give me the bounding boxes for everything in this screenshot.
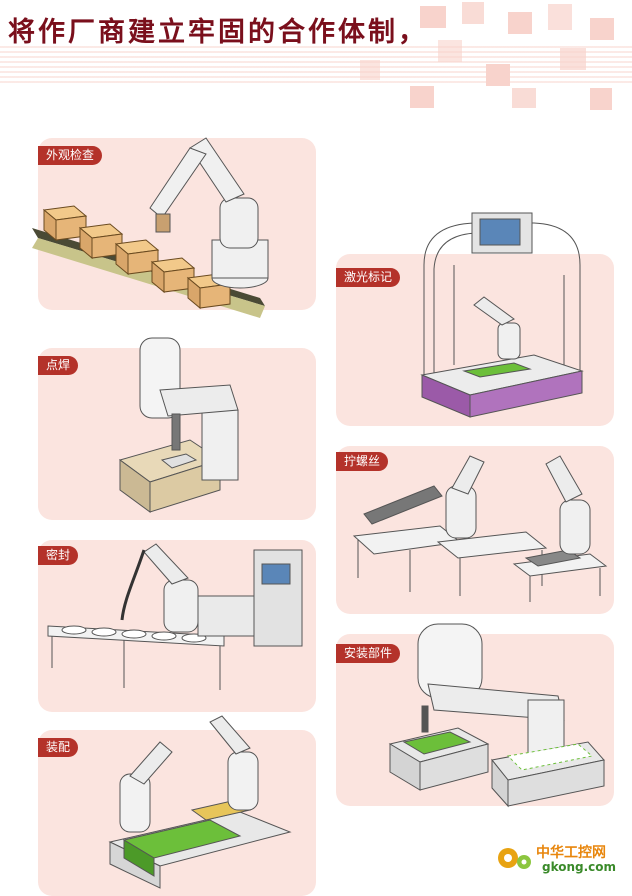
label-laser-marking: 激光标记 <box>336 268 401 287</box>
label-sealing: 密封 <box>38 546 79 565</box>
watermark: 中华工控网 gkong.com <box>492 838 622 878</box>
decor-square <box>486 64 510 86</box>
label-part-mounting: 安装部件 <box>336 644 401 663</box>
decor-square <box>420 6 446 28</box>
decor-square <box>360 60 380 80</box>
decor-square <box>560 48 586 70</box>
page-title: 将作厂商建立牢固的合作体制， <box>8 17 428 48</box>
decor-square <box>512 88 536 108</box>
decor-square <box>462 2 484 24</box>
part-mounting-illustration <box>388 623 605 808</box>
label-assembly: 装配 <box>38 738 79 757</box>
sealing-illustration <box>47 543 303 690</box>
decor-square <box>438 40 462 62</box>
label-screw-fastening: 拧螺丝 <box>336 452 389 471</box>
decor-square <box>508 12 532 34</box>
watermark-text: 中华工控网 <box>536 845 606 861</box>
spot-welding-illustration <box>118 337 239 513</box>
label-visual-inspection: 外观检查 <box>38 146 103 165</box>
header-stripes <box>0 46 632 86</box>
visual-inspection-illustration <box>32 137 269 318</box>
label-spot-welding: 点焊 <box>38 356 79 375</box>
laser-marking-illustration <box>420 212 584 418</box>
decor-square <box>590 18 614 40</box>
assembly-illustration <box>108 715 292 889</box>
screw-fastening-illustration <box>352 455 608 602</box>
decor-square <box>590 88 612 110</box>
decor-square <box>410 86 434 108</box>
watermark-url: gkong.com <box>542 860 617 874</box>
gear-icon <box>498 848 531 869</box>
decor-square <box>548 4 572 30</box>
page-header: 将作厂商建立牢固的合作体制， <box>0 0 632 110</box>
card-assembly <box>38 730 316 896</box>
